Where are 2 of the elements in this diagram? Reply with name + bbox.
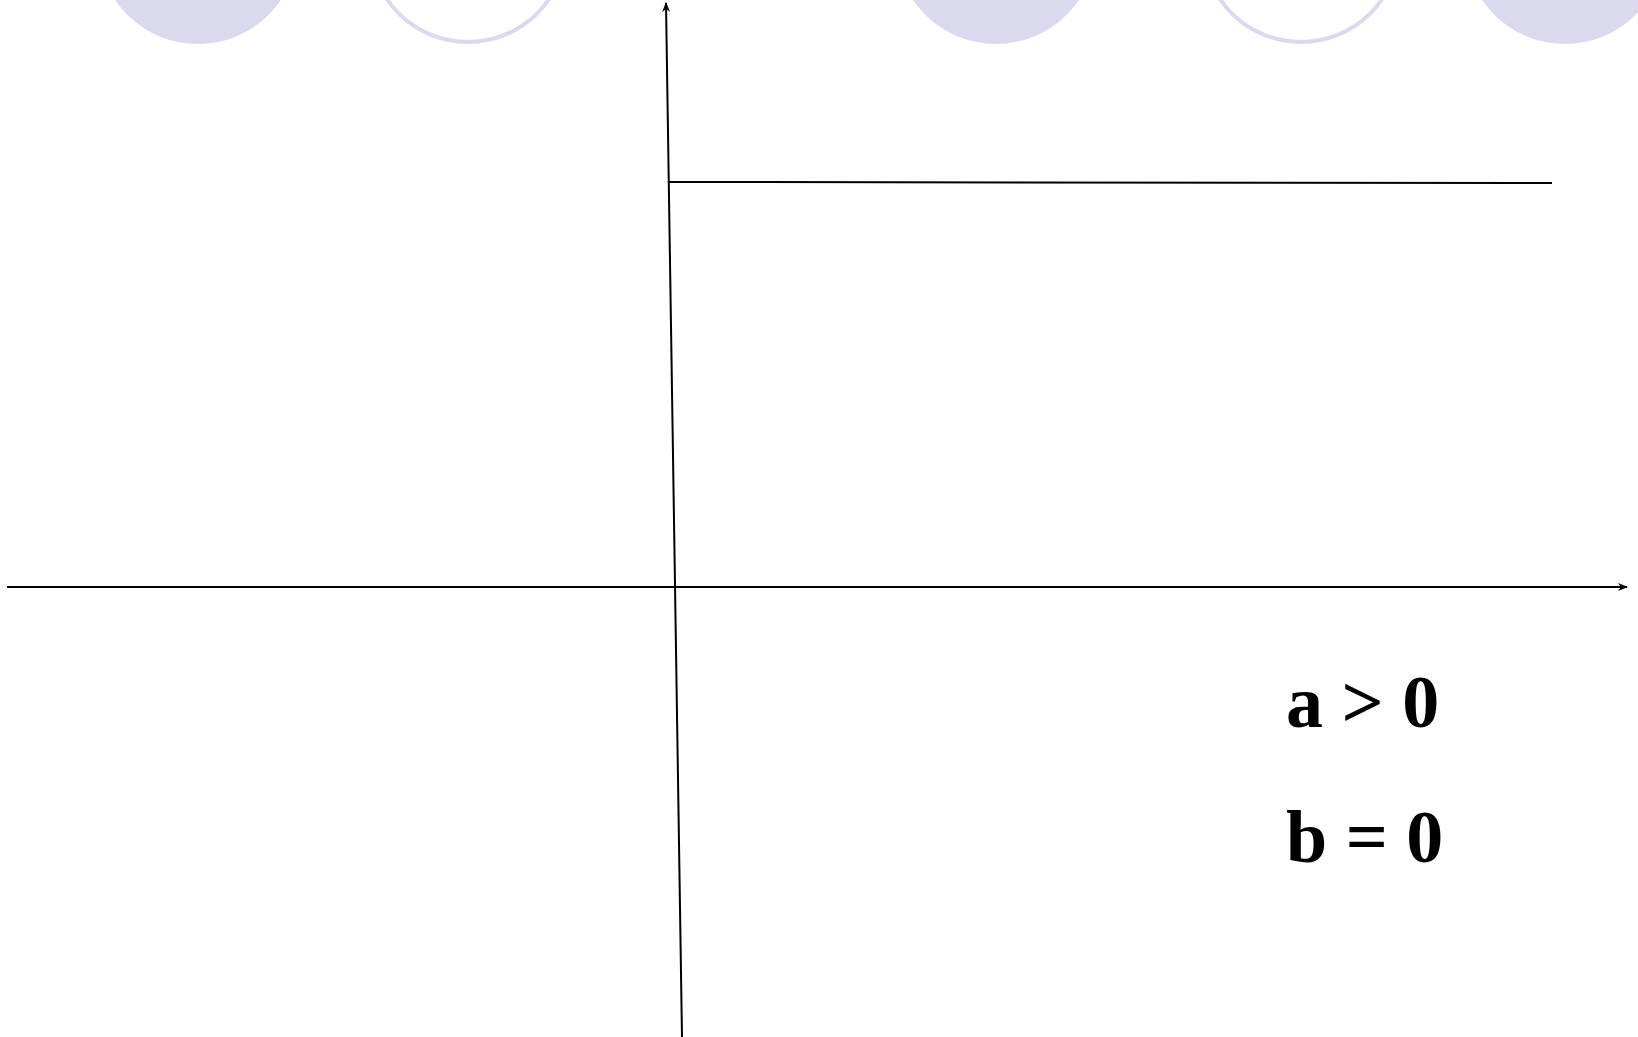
condition-label: b = 0	[1286, 800, 1444, 874]
condition-label: a > 0	[1286, 665, 1440, 739]
